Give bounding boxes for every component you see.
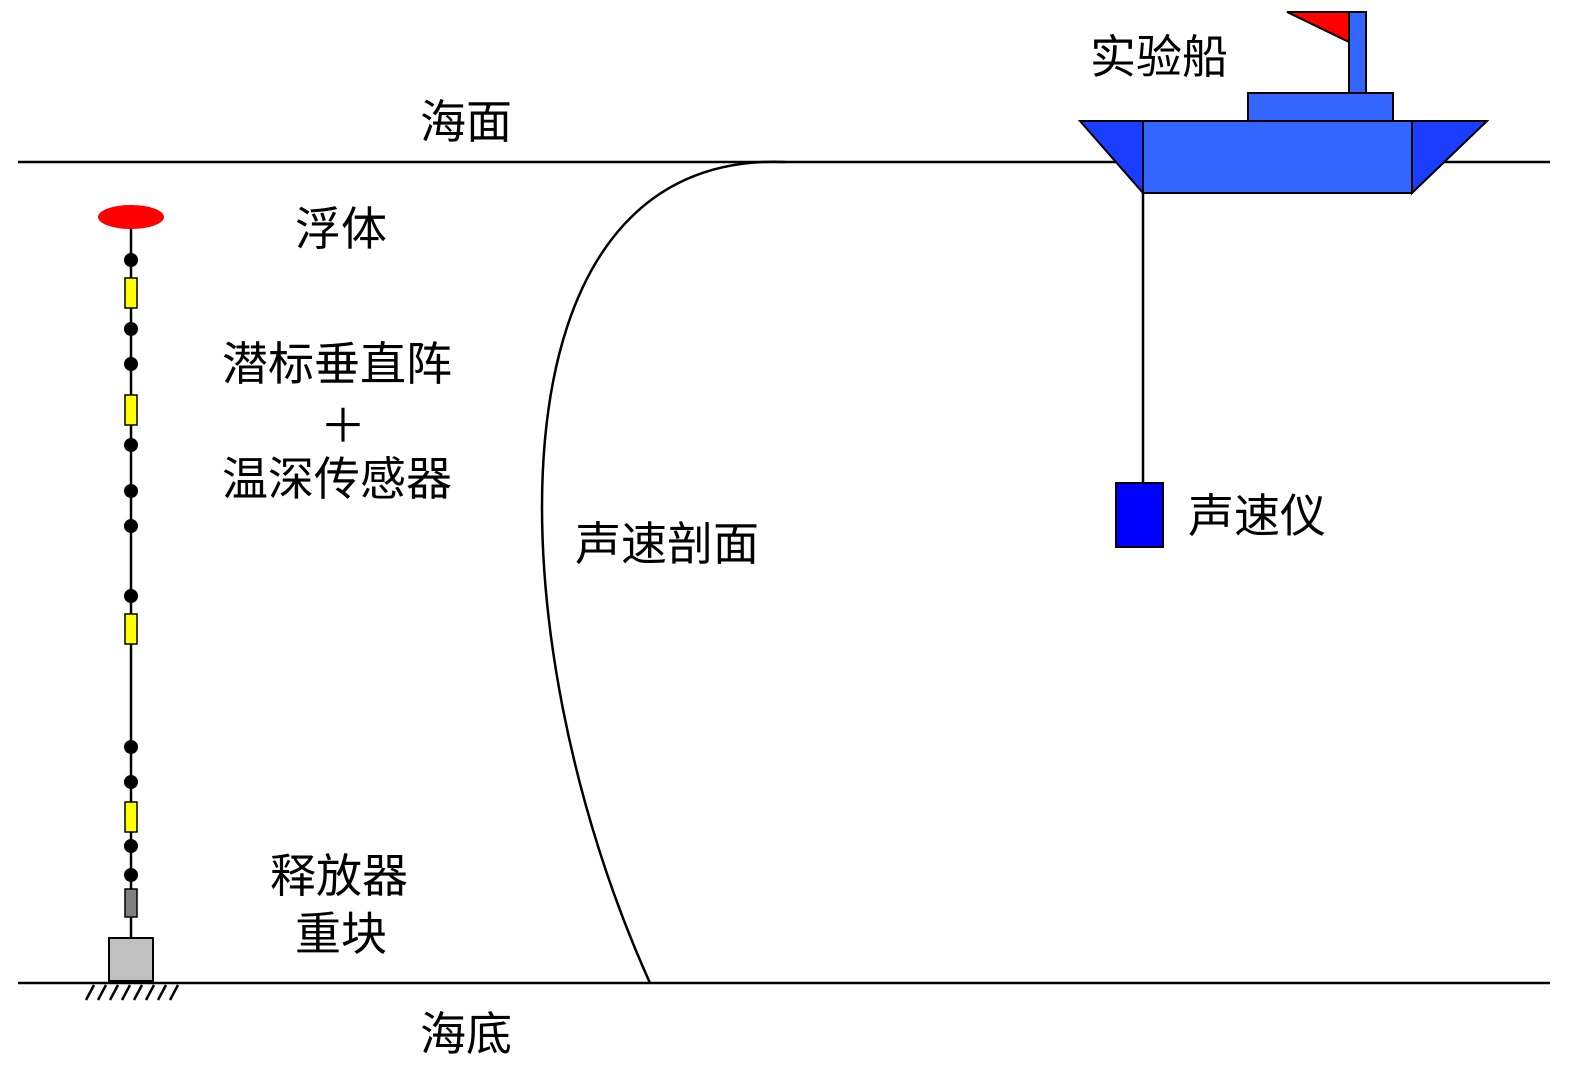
array-node xyxy=(124,839,138,853)
weight-label: 重块 xyxy=(295,907,387,961)
array-node xyxy=(124,775,138,789)
temp-depth-sensor-label: 温深传感器 xyxy=(222,452,452,506)
acoustic-release xyxy=(124,888,138,918)
vertical-array-label: 潜标垂直阵 xyxy=(222,337,452,391)
sound-velocimeter-label: 声速仪 xyxy=(1188,489,1326,543)
array-node xyxy=(124,484,138,498)
temp-depth-sensor xyxy=(124,801,138,833)
array-node xyxy=(124,868,138,882)
release-label: 释放器 xyxy=(270,849,408,903)
sound-speed-profile-curve xyxy=(540,160,786,984)
ship-bow-right xyxy=(1411,120,1490,196)
ship-cabin xyxy=(1247,92,1394,122)
seabed-label: 海底 xyxy=(420,1007,512,1061)
mooring-vertical-array xyxy=(98,205,164,982)
sea-surface-label: 海面 xyxy=(420,95,512,149)
array-node xyxy=(124,438,138,452)
ship-label: 实验船 xyxy=(1090,30,1228,84)
temp-depth-sensor xyxy=(124,613,138,645)
temp-depth-sensor xyxy=(124,394,138,426)
experiment-ship xyxy=(1077,11,1490,196)
float-buoy xyxy=(98,205,164,229)
array-node xyxy=(124,357,138,371)
ship-mast xyxy=(1348,11,1367,95)
ship-flag xyxy=(1286,11,1350,44)
sound-velocimeter xyxy=(1115,482,1164,548)
array-node xyxy=(124,322,138,336)
array-node xyxy=(124,253,138,267)
ship-bow-left xyxy=(1077,120,1144,196)
temp-depth-sensor xyxy=(124,277,138,309)
array-node xyxy=(124,740,138,754)
array-node xyxy=(124,589,138,603)
anchor-weight xyxy=(108,937,154,982)
sound-speed-profile-label: 声速剖面 xyxy=(575,517,759,571)
ship-hull xyxy=(1142,120,1413,194)
array-node xyxy=(124,519,138,533)
seabed-hatching xyxy=(84,984,180,1001)
float-label: 浮体 xyxy=(295,202,387,256)
plus-label: ＋ xyxy=(320,399,366,453)
